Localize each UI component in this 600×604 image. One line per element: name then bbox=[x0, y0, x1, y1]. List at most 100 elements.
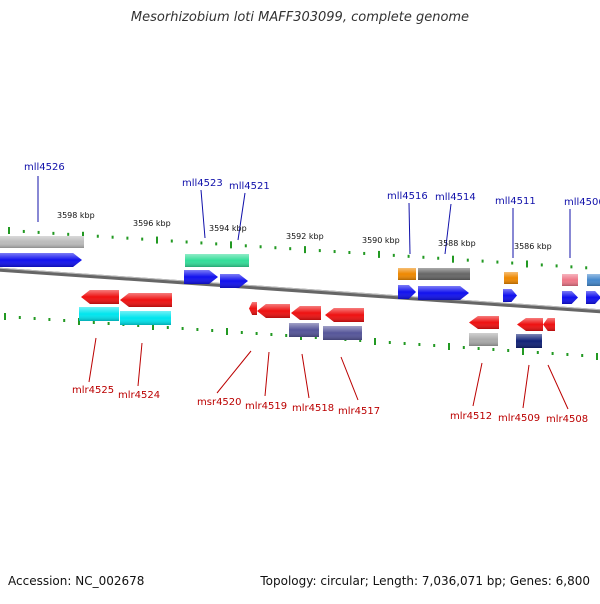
leader-line bbox=[216, 350, 252, 394]
minor-tick bbox=[555, 264, 558, 268]
minor-tick bbox=[333, 250, 336, 254]
leader-line bbox=[237, 192, 246, 241]
minor-tick bbox=[52, 231, 55, 235]
minor-tick bbox=[507, 349, 510, 352]
minor-tick bbox=[111, 235, 114, 239]
major-tick bbox=[596, 353, 598, 360]
major-tick bbox=[78, 318, 80, 325]
gene-arrow bbox=[249, 302, 257, 315]
minor-tick bbox=[255, 332, 258, 335]
gene-label-mlr4517: mlr4517 bbox=[338, 406, 380, 417]
minor-tick bbox=[270, 333, 273, 336]
gene-arrow bbox=[291, 306, 321, 320]
gene-arrow bbox=[257, 304, 290, 318]
minor-tick bbox=[274, 246, 277, 250]
gene-arrow bbox=[469, 333, 498, 346]
major-tick bbox=[4, 313, 6, 320]
minor-tick bbox=[348, 250, 351, 254]
minor-tick bbox=[388, 341, 391, 344]
gene-arrow bbox=[503, 289, 517, 302]
minor-tick bbox=[466, 258, 469, 262]
outer-tick-track bbox=[8, 227, 588, 270]
minor-tick bbox=[200, 241, 203, 245]
minor-tick bbox=[363, 251, 366, 255]
leader-line bbox=[408, 202, 411, 255]
scale-label: 3588 kbp bbox=[438, 239, 476, 248]
scale-label: 3596 kbp bbox=[133, 219, 171, 228]
minor-tick bbox=[22, 229, 25, 233]
minor-tick bbox=[422, 255, 425, 259]
minor-tick bbox=[137, 324, 140, 327]
minor-tick bbox=[244, 244, 247, 248]
gene-arrow bbox=[586, 291, 600, 304]
minor-tick bbox=[314, 336, 317, 339]
major-tick bbox=[156, 236, 158, 244]
minor-tick bbox=[581, 354, 584, 357]
major-tick bbox=[8, 227, 10, 234]
major-tick bbox=[452, 255, 454, 263]
minor-tick bbox=[259, 245, 262, 249]
gene-arrow bbox=[398, 285, 416, 299]
gene-label-mll4526: mll4526 bbox=[24, 162, 65, 173]
minor-tick bbox=[570, 265, 573, 269]
major-tick bbox=[374, 338, 376, 345]
minor-tick bbox=[418, 343, 421, 346]
minor-tick bbox=[181, 327, 184, 330]
minor-tick bbox=[285, 334, 288, 337]
minor-tick bbox=[33, 317, 36, 320]
leader-line bbox=[301, 353, 310, 399]
gene-arrow bbox=[220, 274, 248, 288]
minor-tick bbox=[48, 318, 51, 321]
minor-tick bbox=[318, 249, 321, 253]
minor-tick bbox=[63, 319, 66, 322]
gene-label-mlr4524: mlr4524 bbox=[118, 390, 160, 401]
gene-label-mlr4508: mlr4508 bbox=[546, 414, 588, 425]
major-tick bbox=[152, 323, 154, 330]
minor-tick bbox=[492, 348, 495, 351]
leader-line bbox=[472, 362, 483, 407]
minor-tick bbox=[551, 352, 554, 355]
gene-arrow bbox=[120, 293, 172, 307]
minor-tick bbox=[289, 247, 292, 251]
gene-label-mlr4518: mlr4518 bbox=[292, 403, 334, 414]
leader-line bbox=[340, 356, 359, 401]
minor-tick bbox=[511, 261, 514, 265]
minor-tick bbox=[96, 234, 99, 238]
gene-label-mlr4512: mlr4512 bbox=[450, 411, 492, 422]
minor-tick bbox=[18, 316, 21, 319]
minor-tick bbox=[462, 346, 465, 349]
gene-arrow bbox=[562, 291, 578, 304]
major-tick bbox=[378, 250, 380, 258]
accession-text: Accession: NC_002678 bbox=[8, 574, 145, 588]
genome-backbone bbox=[0, 267, 600, 314]
leader-line bbox=[200, 189, 206, 239]
minor-tick bbox=[107, 322, 110, 325]
map-title: Mesorhizobium loti MAFF303099, complete … bbox=[130, 10, 470, 25]
minor-tick bbox=[481, 259, 484, 263]
leader-line bbox=[88, 337, 97, 383]
gene-label-mll4516: mll4516 bbox=[387, 191, 428, 202]
minor-tick bbox=[540, 263, 543, 267]
major-tick bbox=[304, 246, 306, 254]
major-tick bbox=[526, 260, 528, 268]
minor-tick bbox=[433, 344, 436, 347]
gene-arrow bbox=[587, 274, 600, 286]
gene-arrow bbox=[504, 272, 518, 284]
leader-line bbox=[137, 342, 143, 387]
leader-line bbox=[522, 364, 530, 409]
minor-tick bbox=[407, 254, 410, 258]
leader-line bbox=[547, 364, 569, 410]
gene-label-mll4511: mll4511 bbox=[495, 196, 536, 207]
minor-tick bbox=[126, 236, 129, 240]
minor-tick bbox=[166, 326, 169, 329]
gene-label-mll4506: mll4506 bbox=[564, 197, 600, 208]
gene-arrow bbox=[418, 268, 470, 280]
gene-arrow bbox=[517, 318, 543, 331]
scale-label: 3586 kbp bbox=[514, 242, 552, 251]
scale-label: 3592 kbp bbox=[286, 232, 324, 241]
minor-tick bbox=[185, 240, 188, 244]
gene-arrow bbox=[469, 316, 499, 329]
scale-label: 3594 kbp bbox=[209, 224, 247, 233]
